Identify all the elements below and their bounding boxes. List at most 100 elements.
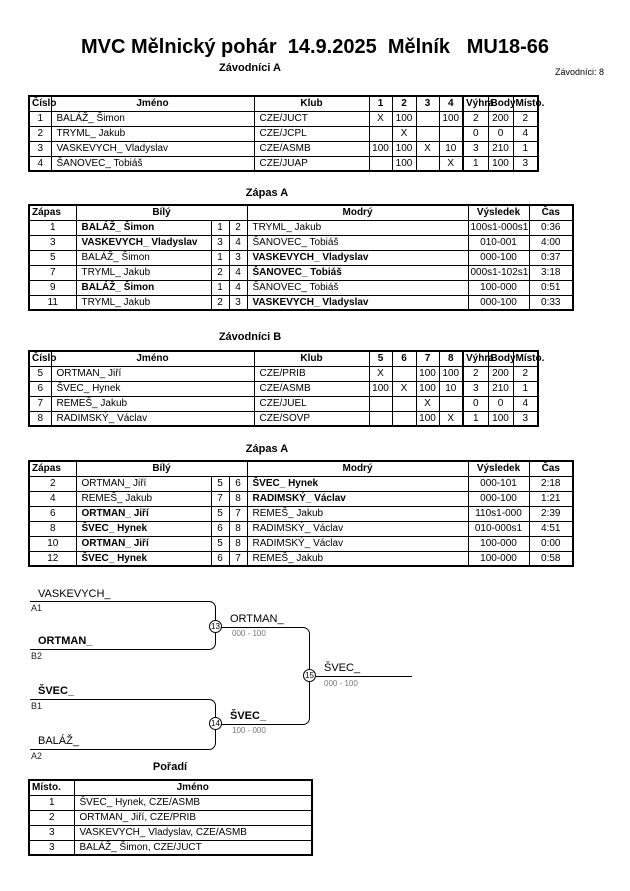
table-row: 4 REMEŠ_ Jakub 7 8 RADIMSKÝ_ Václav 000-… [28,490,574,507]
c-cislo: 5 [28,365,52,382]
table-row: 8 ŠVEC_ Hynek 6 8 RADIMSKÝ_ Václav 010-0… [28,520,574,537]
col-g2: 2 [391,95,417,112]
table-row: 2 TRYML_ Jakub CZE/JCPL X 0 0 4 [28,125,539,142]
table-row: 3 VASKEVYCH_ Vladyslav CZE/ASMB 100 100 … [28,140,539,157]
c-zapas: 2 [28,475,77,492]
c-cas: 2:39 [528,505,574,522]
col-vysledek: Výsledek [467,460,530,477]
col-g8: 8 [438,350,464,367]
bracket-seed-label: A2 [31,751,43,761]
bracket-match-circle: 13 [209,620,222,633]
table-row: 1 BALÁŽ_ Šimon 1 2 TRYML_ Jakub 100s1-00… [28,219,574,236]
c-nm: 8 [228,490,248,507]
c-cas: 4:00 [528,234,574,251]
page-title: MVC Mělnický pohár 14.9.2025 Mělník MU18… [81,36,549,58]
c-zapas: 4 [28,490,77,507]
table-row: 1 BALÁŽ_ Šimon CZE/JUCT X 100 100 2 200 … [28,110,539,127]
table-row: 5 BALÁŽ_ Šimon 1 3 VASKEVYCH_ Vladyslav … [28,249,574,266]
c-nb: 5 [210,535,230,552]
c-cislo: 8 [28,410,52,427]
c-modry: ŠANOVEC_ Tobiáš [246,234,469,251]
c-g2: X [391,125,417,142]
col-zapas: Zápas [28,460,77,477]
c-vysledek: 010-001 [467,234,530,251]
c-nb: 2 [210,294,230,311]
c-bily: BALÁŽ_ Šimon [75,279,212,296]
c-g6 [391,395,417,412]
c-jmeno: VASKEVYCH_ Vladyslav [50,140,255,157]
c-vysledek: 110s1-000 [467,505,530,522]
c-g7: 100 [415,365,440,382]
c-jmeno: ŠVEC_ Hynek [50,380,255,397]
c-bily: ORTMAN_ Jiří [75,475,212,492]
c-nb: 7 [210,490,230,507]
c-g4: X [438,155,464,172]
c-body: 100 [487,410,514,427]
c-modry: RADIMSKÝ_ Václav [246,535,469,552]
c-nm: 7 [228,505,248,522]
col-cislo: Číslo [28,95,56,112]
c-misto: 1 [512,140,539,157]
c-nb: 1 [210,219,230,236]
c-vyhra: 0 [462,125,489,142]
c-misto: 3 [28,839,75,856]
table-row: 6 ORTMAN_ Jiří 5 7 REMEŠ_ Jakub 110s1-00… [28,505,574,522]
c-g2: 100 [391,140,417,157]
bracket-connector-line [30,699,216,750]
table-row: 8 RADIMSKÝ_ Václav CZE/SOVP 100 X 1 100 … [28,410,539,427]
table-row: 9 BALÁŽ_ Šimon 1 4 ŠANOVEC_ Tobiáš 100-0… [28,279,574,296]
c-g1 [368,125,393,142]
c-g8: X [438,410,464,427]
c-jmeno: REMEŠ_ Jakub [50,395,255,412]
col-vyhra: Výhra [462,350,494,367]
bracket-score: 000 - 100 [232,629,266,638]
competitor-count-label: Závodníci: 8 [554,67,604,77]
col-jmeno: Jméno [50,350,255,367]
bracket-slot-name: ŠVEC_ [38,685,75,697]
c-cas: 3:18 [528,264,574,281]
c-jmeno: ORTMAN_ Jiří [50,365,255,382]
c-jmeno: VASKEVYCH_ Vladyslav, CZE/ASMB [73,824,313,841]
bracket-winner-name: ŠVEC_ [230,710,267,722]
table-row: 3 VASKEVYCH_ Vladyslav, CZE/ASMB [28,824,313,841]
table-row: 2 ORTMAN_ Jiří, CZE/PRIB [28,809,313,826]
matches-a-table: Zápas Bílý Modrý Výsledek Čas 1 BALÁŽ_ Š… [28,204,574,311]
c-cislo: 6 [28,380,52,397]
c-bily: ORTMAN_ Jiří [75,505,212,522]
c-misto: 4 [512,125,539,142]
section-matches-b-title: Zápas A [245,443,289,455]
section-roster-a-title: Závodníci A [219,62,281,74]
roster-a-table: Číslo Jméno Klub 1 2 3 4 Výhra Body Míst… [28,95,544,172]
c-nb: 5 [210,475,230,492]
c-cas: 2:18 [528,475,574,492]
c-jmeno: RADIMSKÝ_ Václav [50,410,255,427]
c-g4 [438,125,464,142]
table-row: 12 ŠVEC_ Hynek 6 7 REMEŠ_ Jakub 100-000 … [28,550,574,567]
roster-b-table: Číslo Jméno Klub 5 6 7 8 Výhra Body Míst… [28,350,544,427]
c-nb: 2 [210,264,230,281]
bracket-match-circle: 14 [209,717,222,730]
c-cas: 0:58 [528,550,574,567]
c-jmeno: ŠVEC_ Hynek, CZE/ASMB [73,794,313,811]
c-bily: VASKEVYCH_ Vladyslav [75,234,212,251]
col-misto: Místo. [28,779,75,796]
c-nm: 2 [228,219,248,236]
c-vyhra: 3 [462,140,489,157]
c-modry: TRYML_ Jakub [246,219,469,236]
col-cislo: Číslo [28,350,56,367]
matches-b-table: Zápas Bílý Modrý Výsledek Čas 2 ORTMAN_ … [28,460,574,567]
c-jmeno: BALÁŽ_ Šimon, CZE/JUCT [73,839,313,856]
c-vyhra: 0 [462,395,489,412]
c-modry: RADIMSKÝ_ Václav [246,490,469,507]
section-roster-b-title: Závodníci B [218,331,282,343]
bracket-winner-name: ŠVEC_ [324,662,361,674]
c-klub: CZE/JUAP [253,155,370,172]
col-modry: Modrý [246,204,469,221]
table-row: 5 ORTMAN_ Jiří CZE/PRIB X 100 100 2 200 … [28,365,539,382]
c-g6 [391,365,417,382]
c-klub: CZE/ASMB [253,380,370,397]
col-body: Body [487,95,516,112]
c-cislo: 1 [28,110,52,127]
c-misto: 3 [512,410,539,427]
c-g8: 100 [438,365,464,382]
